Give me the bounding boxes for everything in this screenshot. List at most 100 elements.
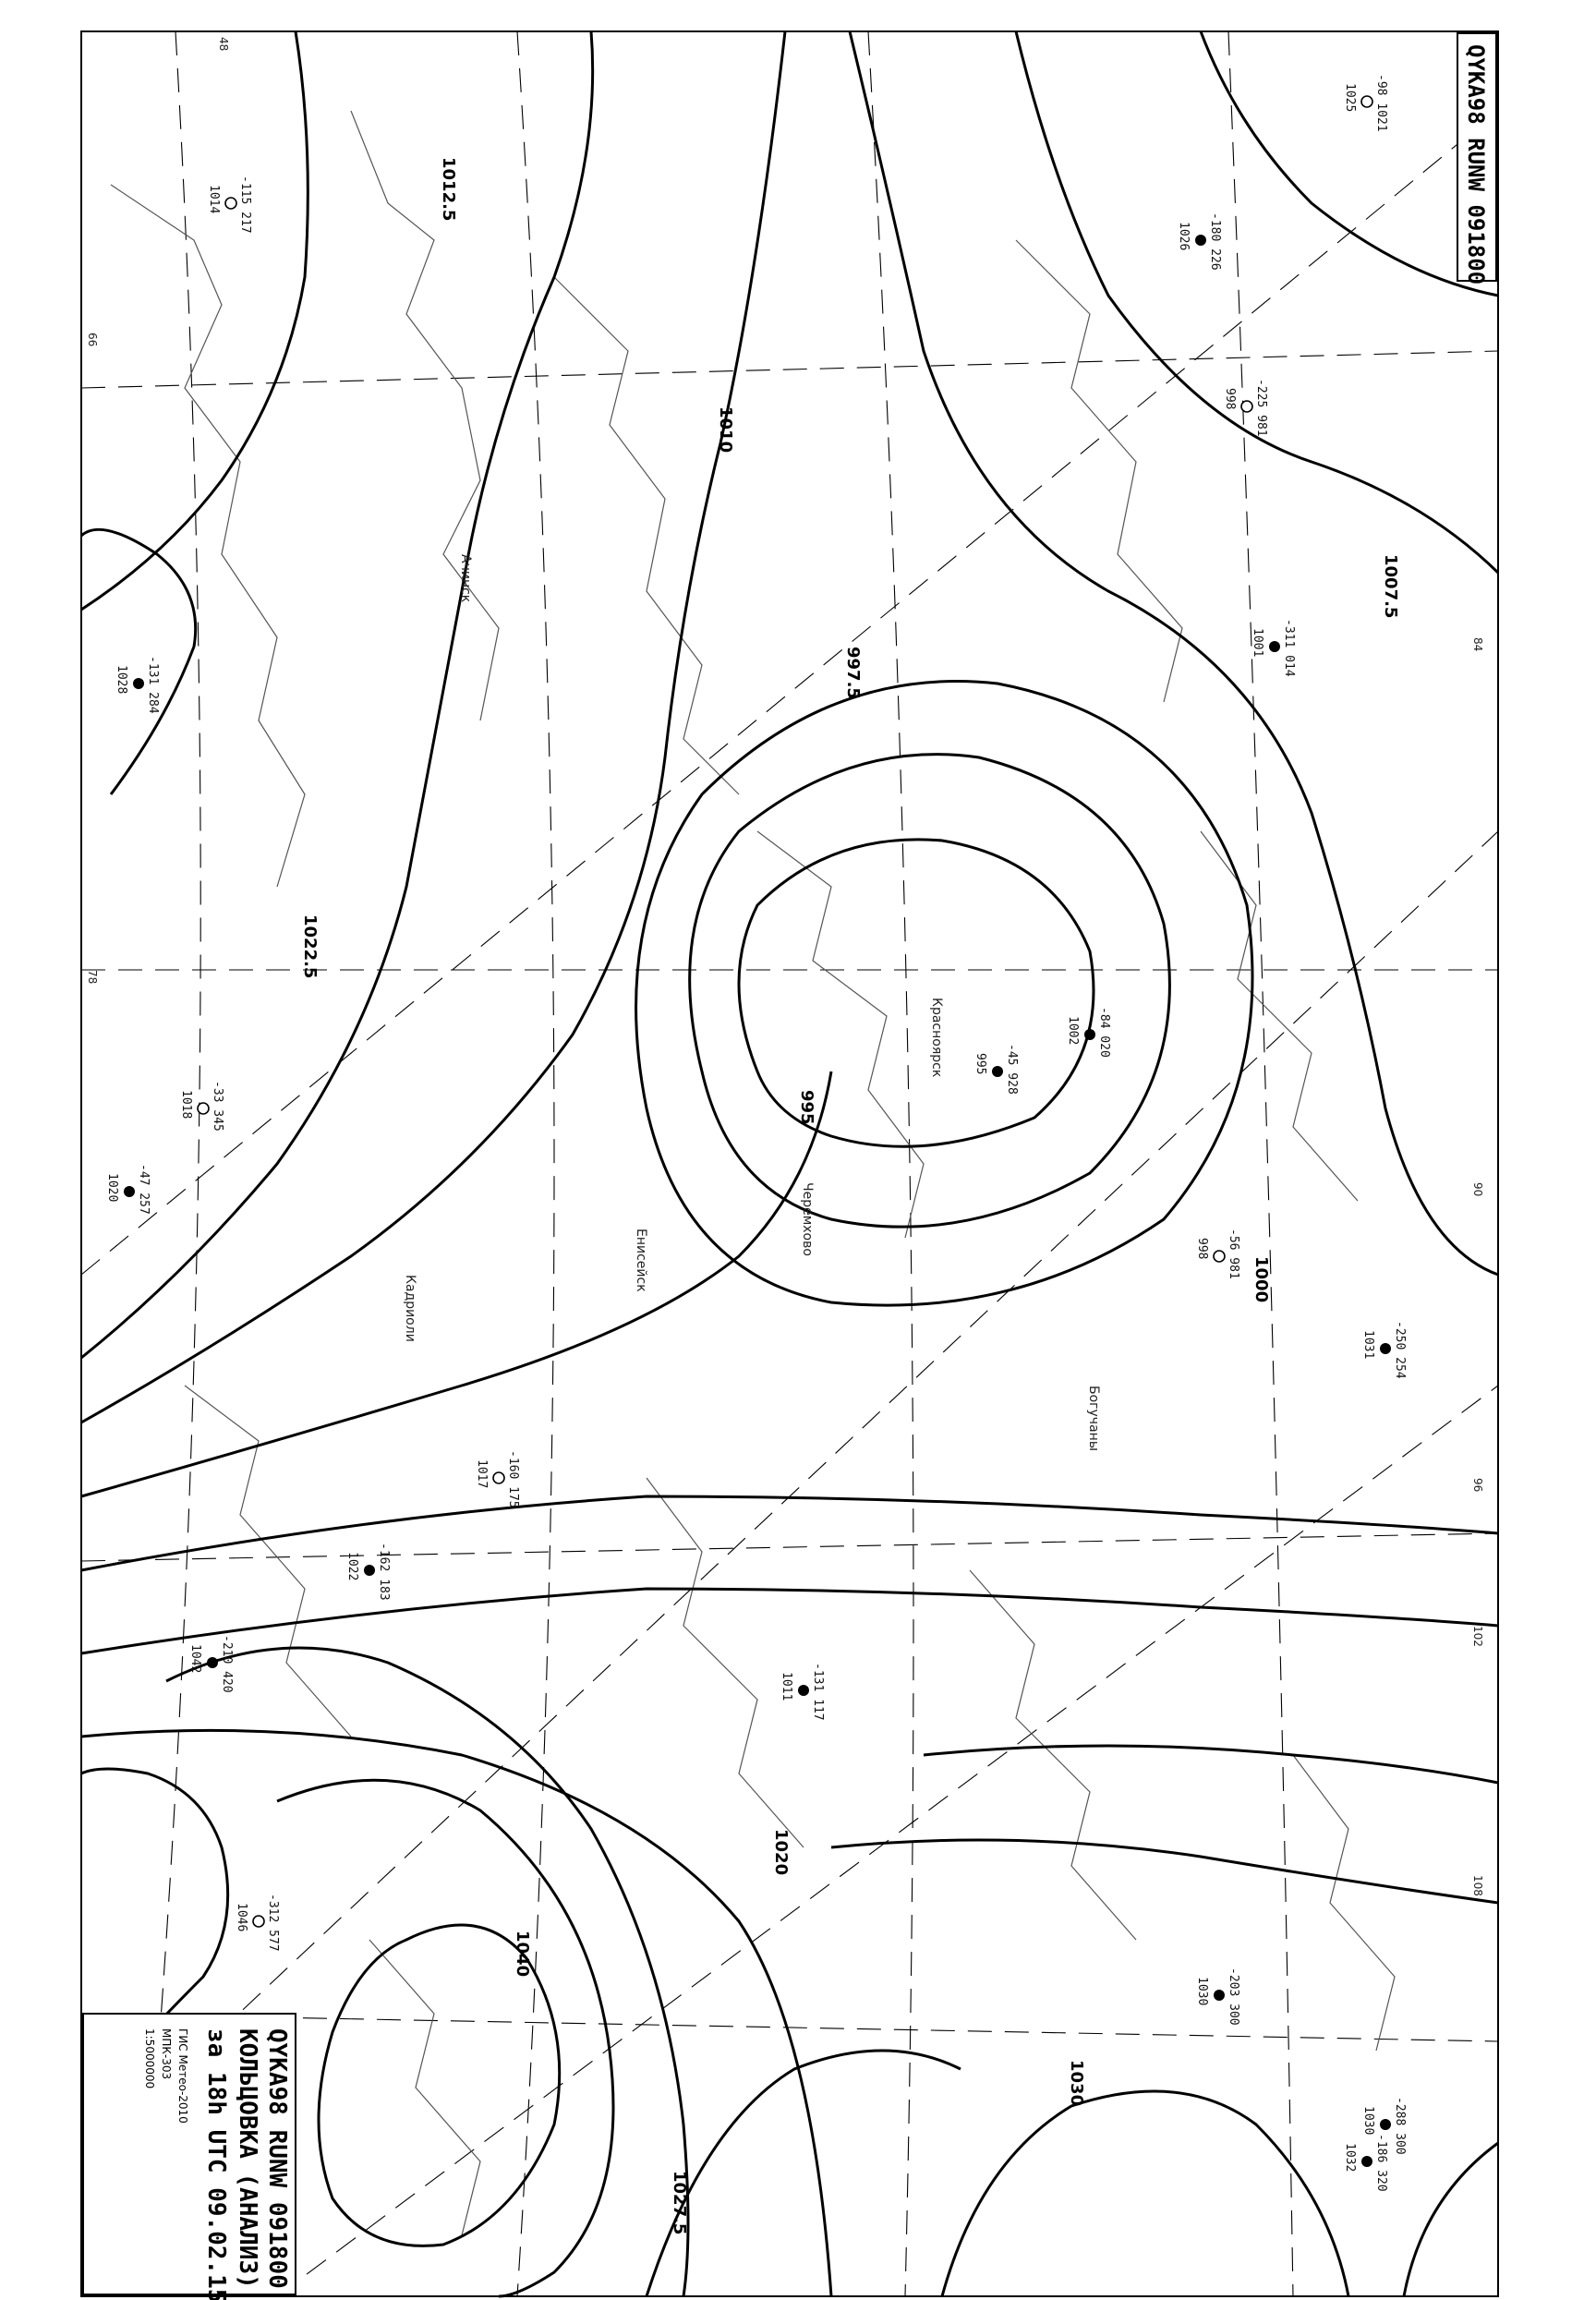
station-circle	[252, 1915, 265, 1928]
station-pressure: 1022	[345, 1552, 359, 1580]
station-circle	[224, 197, 237, 210]
grid-label: 66	[86, 333, 99, 346]
station-plot: -47 257 1020	[105, 1164, 151, 1215]
place-label: Красноярск	[929, 998, 944, 1077]
station-circle	[1380, 2119, 1391, 2130]
station-pressure-tendency: -311 014	[1282, 619, 1296, 677]
station-pressure: 1031	[1361, 1330, 1375, 1359]
place-labels: Кадриоли Богучаны Енисейск Красноярск Ач…	[403, 554, 1101, 1451]
grid-label: 48	[217, 37, 230, 51]
station-pressure: 1018	[179, 1090, 193, 1119]
isobar-labels: 1040 1030 1020 1010 1000 1012.5 1022.5 1…	[300, 157, 1400, 2234]
isobar-label: 1000	[1251, 1256, 1271, 1302]
title-box: QYKA98 RUNW 091800 КОЛЬЦОВКА (АНАЛИЗ) за…	[82, 2013, 296, 2300]
station-pressure: 1026	[1177, 222, 1191, 250]
station-pressure-tendency: -131 117	[811, 1663, 825, 1721]
station-pressure: 1025	[1343, 83, 1357, 112]
place-label: Ачинск	[458, 554, 473, 602]
station-circle	[1214, 1990, 1225, 2001]
isobar-label: 1040	[513, 1931, 532, 1977]
isobar-label: 1020	[771, 1829, 791, 1875]
station-pressure-tendency: -45 928	[1005, 1044, 1019, 1095]
station-pressure-tendency: -56 981	[1227, 1229, 1240, 1279]
station-circle	[1195, 235, 1206, 246]
station-pressure: 1046	[235, 1903, 248, 1931]
station-plot: -288 300 1030	[1361, 2097, 1407, 2155]
isobar-label: 1027.5	[670, 2171, 689, 2234]
title-centre: МПК-303	[160, 2028, 173, 2079]
station-pressure: 995	[973, 1053, 987, 1074]
grid-label: 78	[86, 970, 99, 984]
isobar-label: 1007.5	[1381, 554, 1400, 618]
station-circle	[1240, 400, 1253, 413]
station-circle	[992, 1066, 1003, 1077]
station-circle	[798, 1685, 809, 1696]
grid-labels: 48 66 78 84 90 96 102 108	[86, 37, 1484, 1896]
station-pressure: 1030	[1195, 1977, 1209, 2005]
header-box: QYKA98 RUNW 091800	[1457, 32, 1497, 284]
station-pressure-tendency: -186 320	[1374, 2134, 1388, 2192]
grid-label: 102	[1471, 1626, 1484, 1647]
station-pressure-tendency: -250 254	[1393, 1321, 1407, 1379]
station-circle	[207, 1657, 218, 1668]
grid-label: 96	[1471, 1478, 1484, 1492]
station-pressure: 1030	[1361, 2106, 1375, 2135]
isobar-label: 997.5	[843, 647, 863, 699]
station-pressure: 998	[1195, 1238, 1209, 1259]
station-pressure: 1020	[105, 1173, 119, 1202]
place-label: Енисейск	[634, 1229, 648, 1292]
station-pressure-tendency: -288 300	[1393, 2097, 1407, 2155]
lat-lon-grid	[80, 30, 1499, 2297]
station-circle	[492, 1471, 505, 1484]
station-circle	[1360, 95, 1373, 108]
title-code: QYKA98 RUNW 091800	[263, 2028, 291, 2289]
place-label: Кадриоли	[403, 1275, 417, 1342]
station-pressure: 1017	[475, 1459, 489, 1488]
station-plot: -225 981 998	[1223, 379, 1268, 437]
place-label: Богучаны	[1086, 1386, 1101, 1451]
station-pressure-tendency: -162 183	[377, 1543, 391, 1601]
station-plot: -45 928 995	[973, 1044, 1019, 1095]
grid-label: 90	[1471, 1182, 1484, 1196]
station-plot: -160 175 1017	[475, 1450, 520, 1508]
station-plot: -203 300 1030	[1195, 1967, 1240, 2026]
station-plot: -250 254 1031	[1361, 1321, 1407, 1379]
station-plot: -162 183 1022	[345, 1543, 391, 1601]
station-pressure-tendency: -203 300	[1227, 1967, 1240, 2026]
map-frame	[80, 30, 1499, 2297]
station-pressure-tendency: -225 981	[1254, 379, 1268, 437]
station-circle	[124, 1186, 135, 1197]
station-pressure: 1001	[1251, 628, 1264, 657]
isobar-label: 1030	[1067, 2060, 1086, 2106]
station-pressure-tendency: -180 226	[1208, 212, 1222, 271]
station-pressure: 998	[1223, 388, 1237, 409]
station-pressure-tendency: -210 420	[220, 1635, 234, 1693]
station-circle	[197, 1102, 210, 1115]
station-circle	[1269, 641, 1280, 652]
station-pressure-tendency: -115 217	[238, 176, 252, 234]
station-pressure-tendency: -47 257	[137, 1164, 151, 1215]
isobar-label: 1022.5	[300, 914, 320, 978]
station-plot: -311 014 1001	[1251, 619, 1296, 677]
isobar-label: 995	[797, 1090, 816, 1125]
station-circle	[133, 678, 144, 689]
station-circle	[364, 1565, 375, 1576]
place-label: Черемхово	[800, 1182, 815, 1256]
title-org: ГИС Метео-2010	[176, 2028, 189, 2124]
station-pressure: 1011	[780, 1672, 793, 1701]
title-scale: 1:5000000	[143, 2028, 156, 2088]
station-pressure-tendency: -84 020	[1097, 1007, 1111, 1058]
station-pressure-tendency: -160 175	[506, 1450, 520, 1508]
isobars	[79, 30, 1500, 2298]
station-circle	[1361, 2156, 1372, 2167]
isobar-label: 1010	[716, 406, 735, 453]
title-name: КОЛЬЦОВКА (АНАЛИЗ)	[234, 2028, 261, 2289]
